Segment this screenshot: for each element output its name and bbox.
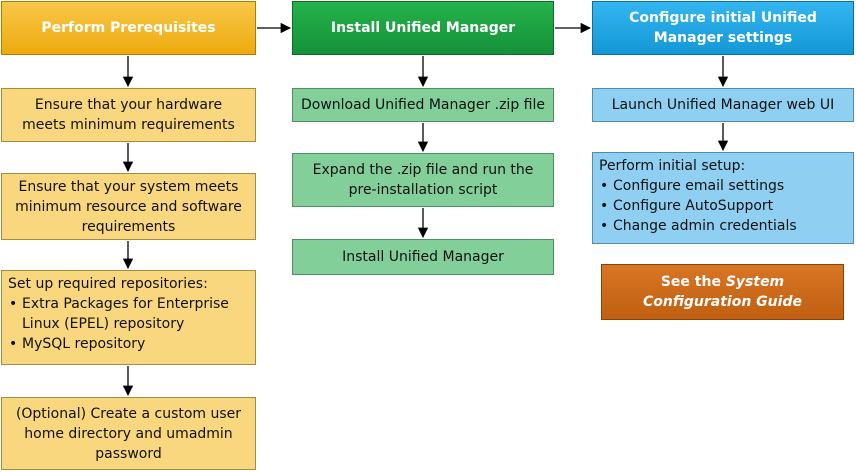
step-optional-user: (Optional) Create a custom user home dir… bbox=[1, 397, 256, 470]
reference-prefix: See the bbox=[660, 274, 726, 290]
list-item: Extra Packages for Enterprise Linux (EPE… bbox=[8, 294, 249, 334]
prereq-header: Perform Prerequisites bbox=[1, 1, 256, 55]
reference-text: See the System Configuration Guide bbox=[610, 272, 835, 312]
configure-header-label: Configure initial Unified Manager settin… bbox=[629, 10, 817, 46]
step-initial-setup: Perform initial setup: Configure email s… bbox=[592, 152, 854, 244]
step-repositories: Set up required repositories: Extra Pack… bbox=[1, 270, 256, 365]
repositories-list: Extra Packages for Enterprise Linux (EPE… bbox=[8, 294, 249, 354]
step-install: Install Unified Manager bbox=[292, 239, 554, 275]
step-hardware: Ensure that your hardware meets minimum … bbox=[1, 88, 256, 142]
initial-setup-list: Configure email settings Configure AutoS… bbox=[599, 176, 797, 236]
reference-title: System Configuration Guide bbox=[643, 274, 802, 310]
list-item: Change admin credentials bbox=[599, 216, 797, 236]
step-expand-zip: Expand the .zip file and run the pre-ins… bbox=[292, 153, 554, 207]
step-launch-web-ui: Launch Unified Manager web UI bbox=[592, 88, 854, 122]
list-item: Configure email settings bbox=[599, 176, 797, 196]
step-launch-web-ui-label: Launch Unified Manager web UI bbox=[611, 97, 835, 113]
step-system-label: Ensure that your system meets minimum re… bbox=[15, 178, 242, 235]
step-initial-setup-intro: Perform initial setup: bbox=[599, 158, 746, 174]
install-header: Install Unified Manager bbox=[292, 1, 554, 55]
reference-box: See the System Configuration Guide bbox=[601, 264, 844, 320]
step-download: Download Unified Manager .zip file bbox=[292, 88, 554, 122]
step-repositories-intro: Set up required repositories: bbox=[8, 276, 208, 292]
step-install-label: Install Unified Manager bbox=[342, 249, 504, 265]
configure-header: Configure initial Unified Manager settin… bbox=[592, 1, 854, 55]
step-expand-zip-label: Expand the .zip file and run the pre-ins… bbox=[312, 162, 534, 198]
step-download-label: Download Unified Manager .zip file bbox=[301, 97, 545, 113]
step-system: Ensure that your system meets minimum re… bbox=[1, 173, 256, 240]
list-item: MySQL repository bbox=[8, 334, 249, 354]
install-header-label: Install Unified Manager bbox=[330, 20, 516, 36]
list-item: Configure AutoSupport bbox=[599, 196, 797, 216]
step-optional-user-label: (Optional) Create a custom user home dir… bbox=[15, 405, 242, 462]
step-hardware-label: Ensure that your hardware meets minimum … bbox=[22, 97, 235, 133]
prereq-header-label: Perform Prerequisites bbox=[41, 20, 216, 36]
